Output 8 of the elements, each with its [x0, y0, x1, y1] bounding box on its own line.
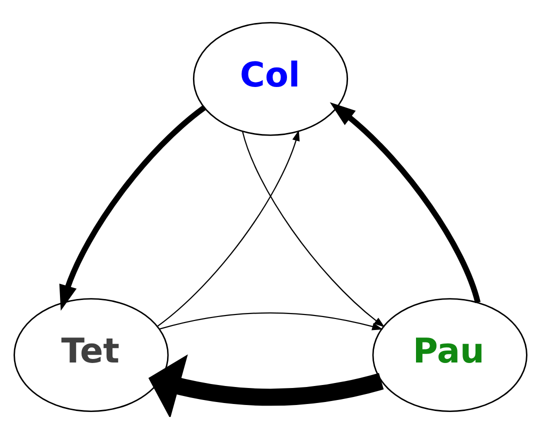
arrow [148, 354, 384, 417]
arrow [157, 130, 300, 327]
node-ellipse: Tet [14, 298, 169, 412]
arrow [160, 312, 383, 330]
arrow [330, 102, 481, 304]
arrow [59, 105, 206, 311]
node-ellipse: Col [192, 22, 348, 136]
arrow [242, 132, 385, 328]
